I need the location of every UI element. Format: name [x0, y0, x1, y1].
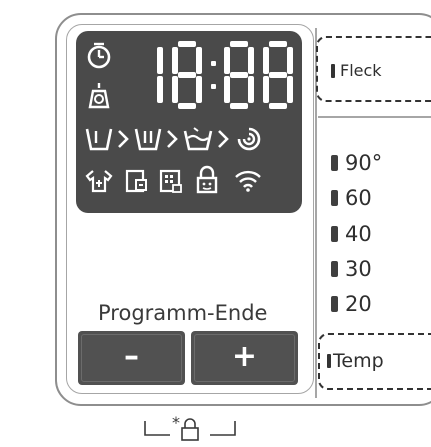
segment-b [196, 47, 202, 74]
display-colon-top [211, 61, 216, 66]
main-wash-icon [133, 126, 163, 152]
control-panel-frame [55, 13, 431, 406]
shirt-steam-icon [84, 168, 114, 194]
minus-icon: – [124, 339, 139, 374]
segment-c [287, 76, 293, 103]
display-digit-1 [133, 41, 163, 109]
arrow-right-icon [165, 128, 179, 150]
temp-led [331, 261, 338, 277]
timer-icon [85, 42, 113, 70]
arrow-right-icon [116, 128, 130, 150]
temperature-option-button[interactable] [318, 333, 431, 390]
segment-e [172, 76, 178, 103]
bracket-icon [144, 418, 236, 441]
segment-d [178, 103, 196, 109]
segment-g [178, 72, 196, 78]
spin-icon [234, 125, 264, 153]
child-lock-legend: * [140, 413, 240, 443]
decrease-button[interactable]: – [78, 331, 185, 385]
segment-f [263, 47, 269, 74]
temp-led [331, 155, 338, 171]
child-lock-icon [194, 165, 220, 195]
display-digit-3 [224, 41, 254, 109]
control-panel-inner [66, 24, 314, 394]
arrow-right-icon [216, 128, 230, 150]
segment-d [230, 103, 248, 109]
segment-a [230, 41, 248, 47]
temperature-option-label: Temp [333, 350, 384, 372]
segment-e [263, 76, 269, 103]
segment-b [157, 47, 163, 74]
asterisk-label: * [172, 413, 180, 432]
segment-c [196, 76, 202, 103]
plus-icon: + [231, 339, 258, 374]
display-digit-2 [172, 41, 202, 109]
temp-value: 30 [345, 257, 372, 281]
segment-e [224, 76, 230, 103]
segment-a [178, 41, 196, 47]
lcd-display [76, 31, 302, 213]
program-end-label: Programm-Ende [98, 301, 268, 325]
temp-led [331, 296, 338, 312]
smart-check-icon [124, 168, 150, 194]
prewash-icon [84, 126, 114, 152]
temp-value: 90° [345, 151, 383, 175]
increase-button[interactable]: + [191, 331, 298, 385]
segment-f [172, 47, 178, 74]
temp-led [331, 226, 338, 242]
display-colon-bottom [211, 84, 216, 89]
temp-value: 40 [345, 222, 372, 246]
segment-a [269, 41, 287, 47]
segment-c [248, 76, 254, 103]
display-digit-4 [263, 41, 293, 109]
segment-d [269, 103, 287, 109]
stain-option-button[interactable] [316, 36, 431, 102]
segment-b [248, 47, 254, 74]
temp-value: 60 [345, 186, 372, 210]
divider-line [318, 116, 431, 118]
segment-c [157, 76, 163, 103]
weight-scale-icon [85, 81, 113, 109]
segment-g [269, 72, 287, 78]
stain-option-led [331, 64, 335, 78]
temperature-option-led [327, 354, 331, 368]
panel-divider [315, 28, 317, 398]
segment-g [230, 72, 248, 78]
stain-option-label: Fleck [340, 61, 382, 80]
grid-icon [158, 168, 184, 194]
temp-led [331, 190, 338, 206]
segment-b [287, 47, 293, 74]
segment-f [224, 47, 230, 74]
wifi-icon [233, 168, 263, 194]
temp-value: 20 [345, 292, 372, 316]
rinse-icon [182, 126, 214, 152]
